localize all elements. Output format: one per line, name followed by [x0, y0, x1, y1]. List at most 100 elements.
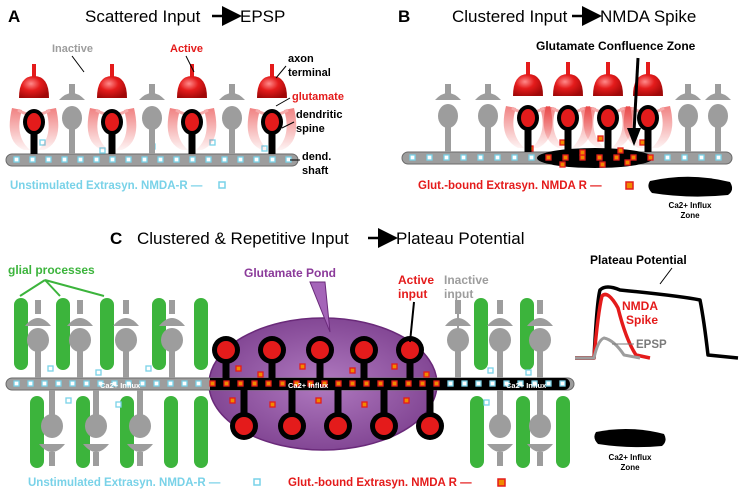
label-dendritic: dendritic: [296, 109, 342, 121]
spine-head: [62, 106, 82, 130]
nmda-receptor-bound: [251, 380, 258, 387]
nmda-receptor-unbound: [409, 154, 416, 161]
spine-head-core: [235, 417, 253, 435]
nmda-spike-trace: [575, 292, 651, 360]
spine-head: [489, 414, 511, 438]
nmda-receptor-bound: [559, 161, 566, 168]
nmda-receptor-unbound: [681, 154, 688, 161]
nmda-receptor-bound: [363, 380, 370, 387]
axon-terminal: [159, 318, 185, 326]
axon-terminal: [25, 318, 51, 326]
axon-terminal: [675, 93, 701, 100]
axon-shaft: [190, 64, 194, 78]
spine-neck: [360, 352, 368, 378]
nmda-receptor-bound: [377, 380, 384, 387]
axon-shaft: [229, 84, 235, 100]
nmda-receptor-unbound: [664, 154, 671, 161]
label-dend: dend.: [302, 151, 331, 163]
axon-shaft: [169, 300, 175, 314]
nmda-receptor-unbound: [93, 156, 100, 163]
plateau-trace: [575, 285, 739, 360]
nmda-receptor-unbound: [443, 154, 450, 161]
panel-a-title: Scattered Input: [85, 7, 201, 26]
nmda-receptor-unbound: [45, 156, 52, 163]
panel-a: A Scattered Input EPSP Inactive Active a…: [5, 6, 344, 192]
nmda-receptor-bound: [419, 380, 426, 387]
glial-process: [100, 298, 114, 370]
nmda-receptor-unbound: [167, 380, 174, 387]
spine-head: [489, 328, 511, 352]
spine-neck: [30, 130, 38, 154]
spine-head: [85, 414, 107, 438]
spine-head-core: [329, 417, 347, 435]
spine-pointer: [281, 121, 295, 129]
spines-group-c: [25, 300, 553, 466]
glutamate-trail: [583, 106, 604, 148]
plateau-pointer: [659, 267, 673, 285]
legend-zone-blob-c: [594, 428, 666, 448]
spine-neck: [537, 340, 543, 378]
nmda-receptor-unbound: [477, 154, 484, 161]
spine-head-core: [601, 109, 615, 127]
glutamate-trail: [87, 108, 108, 150]
axon-terminal-active: [513, 74, 543, 96]
axon-shaft: [123, 300, 129, 314]
shaft-receptors-c: [13, 363, 566, 408]
legend-zone-c-line2: Zone: [620, 463, 640, 472]
epsp-trace: [575, 336, 641, 360]
influx-label-3: Ca2+ Influx: [506, 381, 547, 390]
legend-unstimulated-a: Unstimulated Extrasyn. NMDA-R —: [10, 180, 203, 192]
nmda-receptor-unbound: [77, 156, 84, 163]
glutamate-trail: [276, 108, 297, 150]
axon-terminal: [705, 93, 731, 100]
spine-neck: [497, 390, 503, 426]
label-terminal: terminal: [288, 67, 331, 79]
nmda-receptor-unbound: [715, 154, 722, 161]
axon-terminal: [527, 318, 553, 326]
axon-terminal-active: [177, 76, 207, 98]
nmda-receptor-unbound: [153, 380, 160, 387]
label-inactive: Inactive: [52, 43, 93, 55]
nmda-receptor-unbound: [173, 156, 180, 163]
nmda-receptor-bound: [545, 154, 552, 161]
axon-terminal: [127, 444, 153, 452]
spine-head-core: [375, 417, 393, 435]
legend-bound-c: Glut.-bound Extrasyn. NMDA R —: [288, 477, 472, 489]
nmda-receptor-bound: [597, 135, 604, 142]
spine-head: [478, 104, 498, 128]
axon-shaft: [715, 84, 721, 100]
axon-shaft: [485, 84, 491, 100]
spine-head-core: [27, 113, 41, 131]
axon-shaft: [149, 84, 155, 100]
nmda-receptor-bound: [639, 139, 646, 146]
nmda-receptor-unbound: [461, 380, 468, 387]
spines-group-b: [435, 62, 731, 152]
label-nmda: NMDA: [622, 299, 658, 313]
nmda-receptor-bound: [403, 397, 410, 404]
panel-b: B Clustered Input NMDA Spike Glutamate C…: [398, 6, 733, 220]
nmda-receptor-unbound: [698, 154, 705, 161]
legend-bound-swatch-b: [625, 181, 634, 190]
nmda-receptor-unbound: [97, 380, 104, 387]
nmda-receptor-bound: [613, 154, 620, 161]
glial-process: [14, 298, 28, 370]
nmda-receptor-bound: [293, 380, 300, 387]
nmda-receptor-bound: [307, 380, 314, 387]
nmda-receptor-unbound: [489, 380, 496, 387]
axon-shaft: [69, 84, 75, 100]
axon-terminal: [487, 444, 513, 452]
axon-terminal: [113, 318, 139, 326]
glial-process: [194, 298, 208, 370]
spine-neck: [564, 126, 572, 152]
nmda-receptor-bound: [630, 154, 637, 161]
glutamate-trail: [247, 108, 268, 150]
axon-terminal: [435, 93, 461, 100]
nmda-receptor-bound: [315, 397, 322, 404]
axon-terminal: [67, 318, 93, 326]
label-inactive-input-2: input: [444, 287, 473, 301]
panel-b-title: Clustered Input: [452, 7, 568, 26]
spine-head: [708, 104, 728, 128]
nmda-receptor-unbound: [125, 380, 132, 387]
nmda-receptor-unbound: [65, 397, 72, 404]
